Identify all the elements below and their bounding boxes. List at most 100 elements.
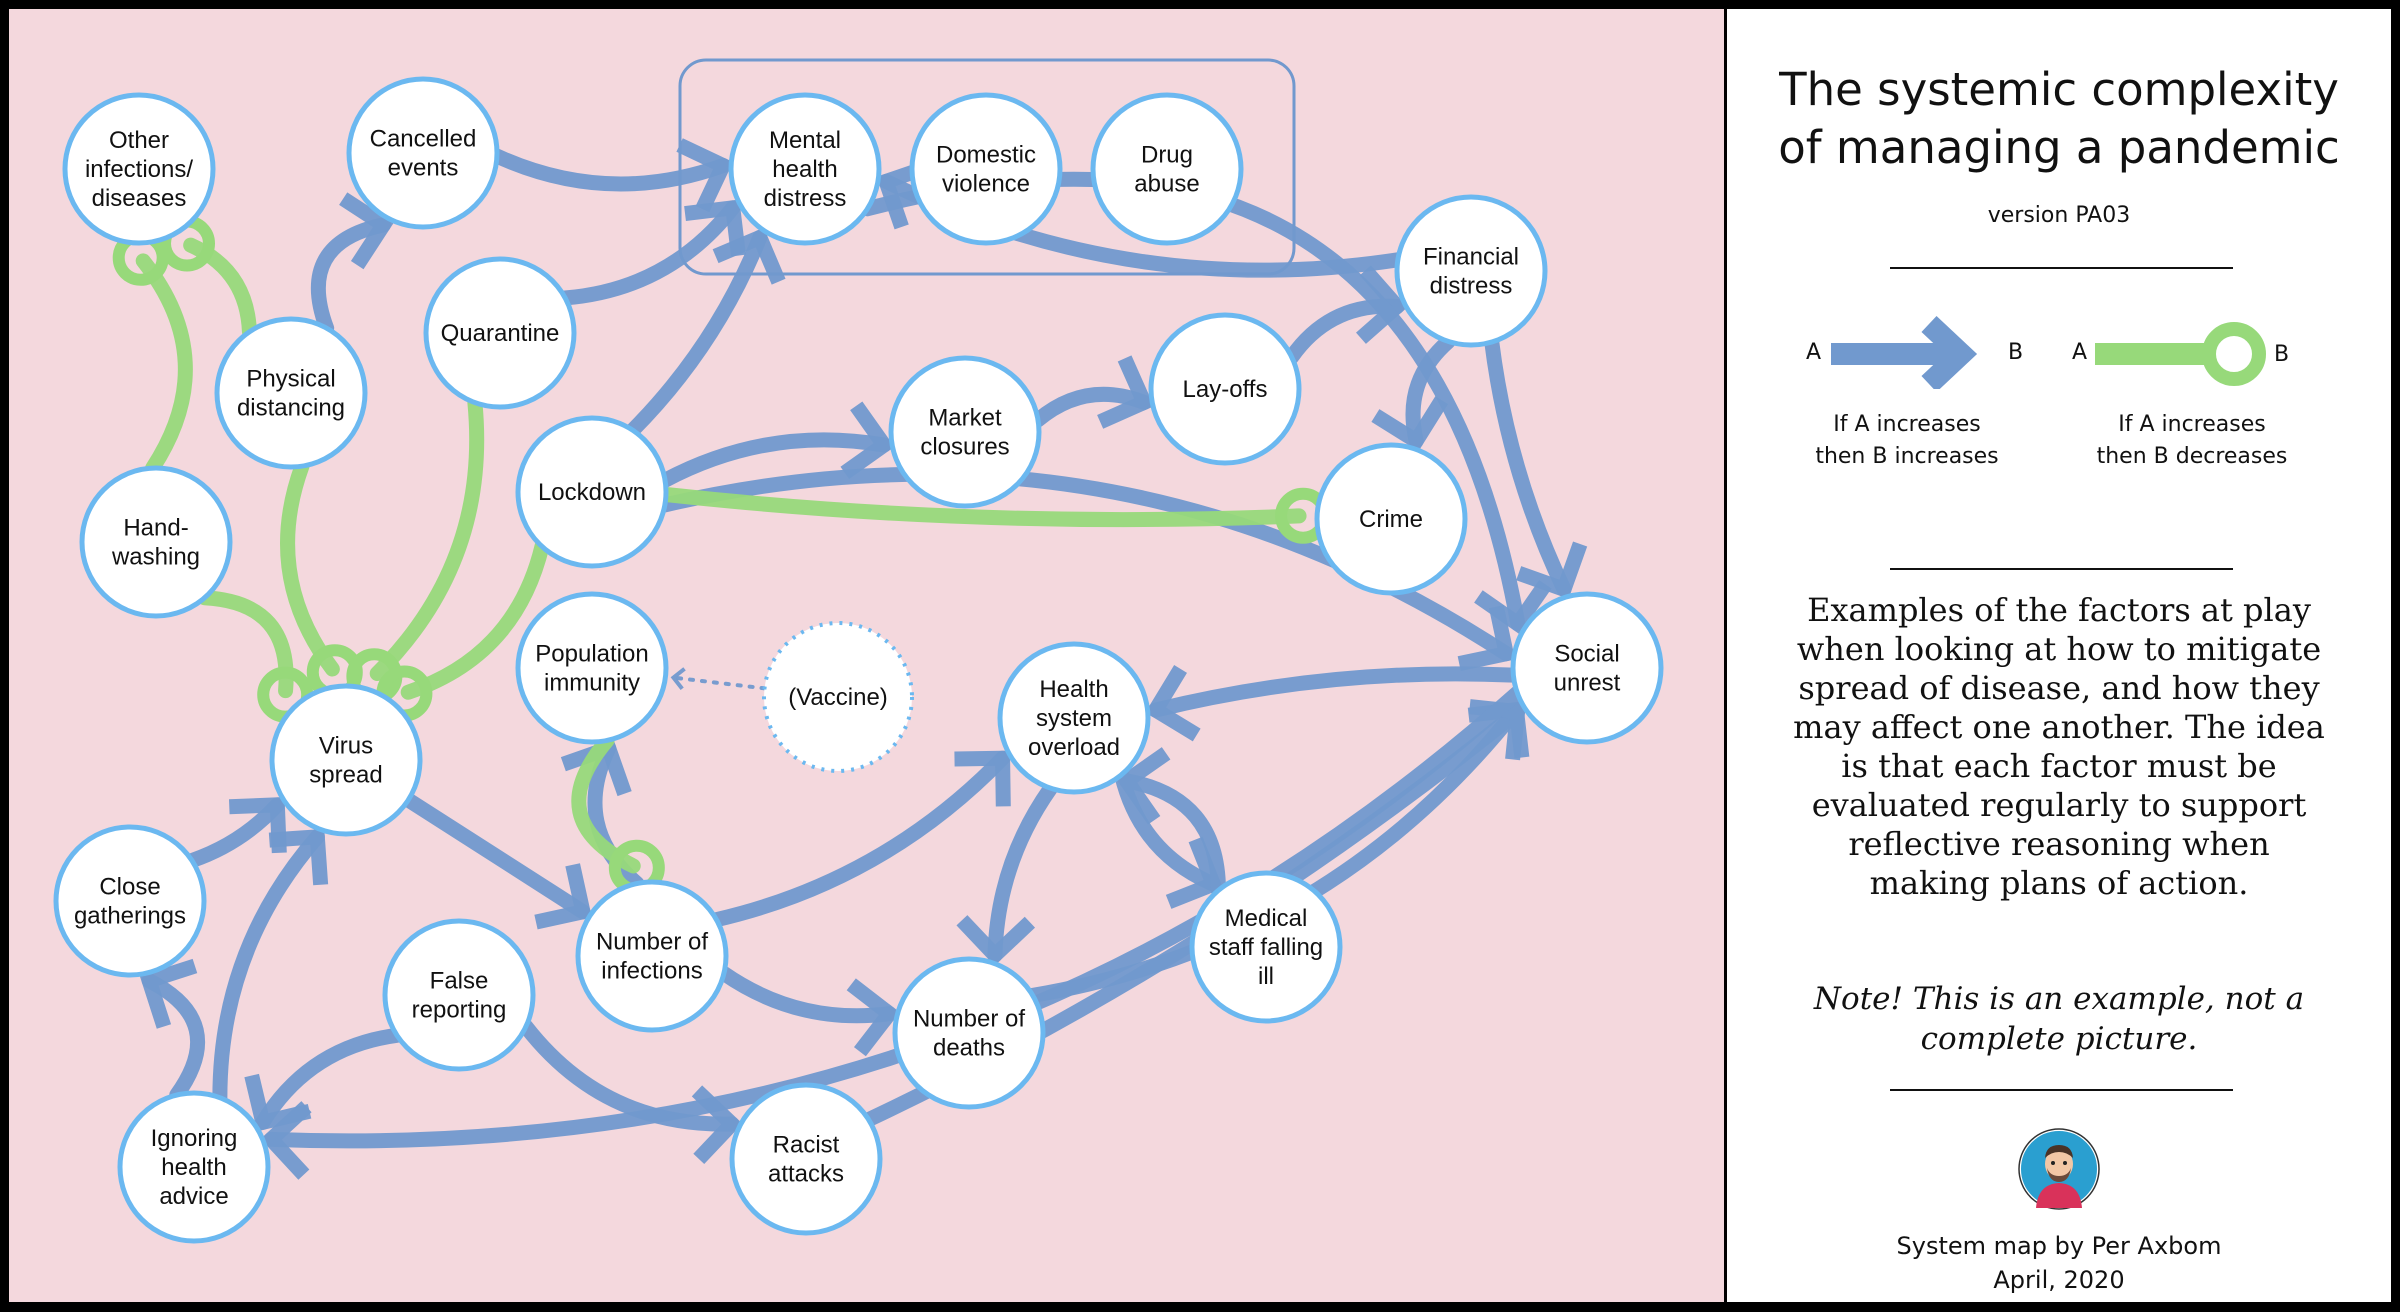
node-label: gatherings <box>74 903 186 930</box>
node-label: Market <box>928 405 1002 432</box>
link-health-system-overload-to-number-of-deaths <box>956 780 1059 966</box>
node-label: infections <box>601 958 702 985</box>
node-vaccine: (Vaccine) <box>762 621 914 773</box>
node-label: distress <box>1430 273 1513 300</box>
node-label: Financial <box>1423 244 1519 271</box>
author-avatar <box>2018 1128 2100 1210</box>
info-panel: The systemic complexity of managing a pa… <box>1727 9 2391 1302</box>
link-hand-washing-to-other-infections <box>112 229 193 476</box>
node-label: spread <box>309 762 382 789</box>
node-quarantine: Quarantine <box>423 256 577 410</box>
link-financial-distress-to-social-unrest <box>1484 334 1588 599</box>
author-credit: System map by Per Axbom April, 2020 <box>1896 1232 2222 1294</box>
version-label: version PA03 <box>1987 203 2131 228</box>
effects-group-box <box>678 58 1296 276</box>
node-label: Number of <box>913 1006 1025 1033</box>
divider <box>1890 1089 2233 1091</box>
node-label: Physical <box>246 366 335 393</box>
node-label: Medical <box>1225 905 1308 932</box>
node-label: system <box>1036 705 1112 732</box>
link-social-unrest-to-health-system-overload <box>1145 665 1521 742</box>
node-label: Lockdown <box>538 479 646 506</box>
node-label: immunity <box>544 670 640 697</box>
divider <box>1890 568 2233 570</box>
node-label: Racist <box>773 1132 840 1159</box>
node-label: unrest <box>1554 670 1621 697</box>
node-label: deaths <box>933 1035 1005 1062</box>
title-line-2: of managing a pandemic <box>1778 121 2340 174</box>
link-false-reporting-to-ignoring-health-advice <box>244 1027 405 1132</box>
link-ignoring-health-advice-to-virus-spread <box>212 828 329 1106</box>
node-label: Lay-offs <box>1183 376 1268 403</box>
node-label: health <box>161 1154 226 1181</box>
node-label: ill <box>1258 963 1274 990</box>
note-text: Note! This is an example, not a complete… <box>1813 981 2305 1057</box>
node-label: Cancelled <box>370 126 477 153</box>
link-quarantine-to-mental-health <box>557 199 746 306</box>
node-label: Domestic <box>936 142 1036 169</box>
legend-decrease-to: B <box>2274 342 2290 367</box>
link-close-gatherings-to-virus-spread <box>184 797 287 869</box>
node-label: Quarantine <box>441 320 560 347</box>
page-title: The systemic complexity of managing a pa… <box>1727 61 2391 177</box>
link-lockdown-to-mental-health <box>625 227 786 438</box>
legend-decrease-link <box>2095 322 2266 386</box>
node-label: washing <box>111 544 200 571</box>
node-label: closures <box>920 434 1009 461</box>
link-market-closures-to-lay-offs <box>1030 355 1154 429</box>
node-label: diseases <box>92 185 187 212</box>
node-label: advice <box>159 1183 228 1210</box>
link-ignoring-health-advice-to-close-gatherings <box>139 958 206 1103</box>
node-label: abuse <box>1134 171 1199 198</box>
node-label: Other <box>109 127 169 154</box>
legend-symbols <box>1831 315 2266 389</box>
link-vaccine-to-population-immunity <box>670 667 767 691</box>
node-label: Number of <box>596 929 708 956</box>
link-false-reporting-to-racist-attacks <box>518 1019 743 1165</box>
node-label: Crime <box>1359 506 1423 533</box>
link-hand-washing-to-virus-spread <box>197 590 314 723</box>
node-lockdown: Lockdown <box>515 415 669 569</box>
link-number-of-infections-to-health-system-overload <box>708 750 1011 928</box>
system-map: Otherinfections/diseasesCancelledeventsM… <box>53 58 1664 1244</box>
link-cancelled-events-to-mental-health <box>489 138 734 213</box>
link-number-of-infections-to-number-of-deaths <box>716 965 900 1057</box>
node-label: events <box>388 155 459 182</box>
node-hand-washing: Hand-washing <box>79 465 233 619</box>
node-label: (Vaccine) <box>788 684 888 711</box>
node-label: Hand- <box>123 515 188 542</box>
node-label: Ignoring <box>151 1125 238 1152</box>
link-quarantine-to-virus-spread <box>346 395 485 705</box>
node-label: attacks <box>768 1161 844 1188</box>
legend-increase-from: A <box>1806 340 1822 365</box>
legend-increase-caption: If A increases then B increases <box>1815 412 1999 469</box>
link-physical-distancing-to-virus-spread <box>280 458 363 701</box>
link-lockdown-to-market-closures <box>657 401 895 488</box>
node-label: infections/ <box>85 156 193 183</box>
description-text: Examples of the factors at play when loo… <box>1793 591 2325 902</box>
node-label: Population <box>535 641 648 668</box>
node-label: distancing <box>237 395 345 422</box>
legend-decrease-from: A <box>2072 340 2088 365</box>
title-line-1: The systemic complexity <box>1779 63 2339 116</box>
legend-increase-to: B <box>2008 340 2024 365</box>
node-label: health <box>772 156 837 183</box>
legend-decrease-caption: If A increases then B decreases <box>2096 412 2288 469</box>
node-label: Mental <box>769 127 841 154</box>
